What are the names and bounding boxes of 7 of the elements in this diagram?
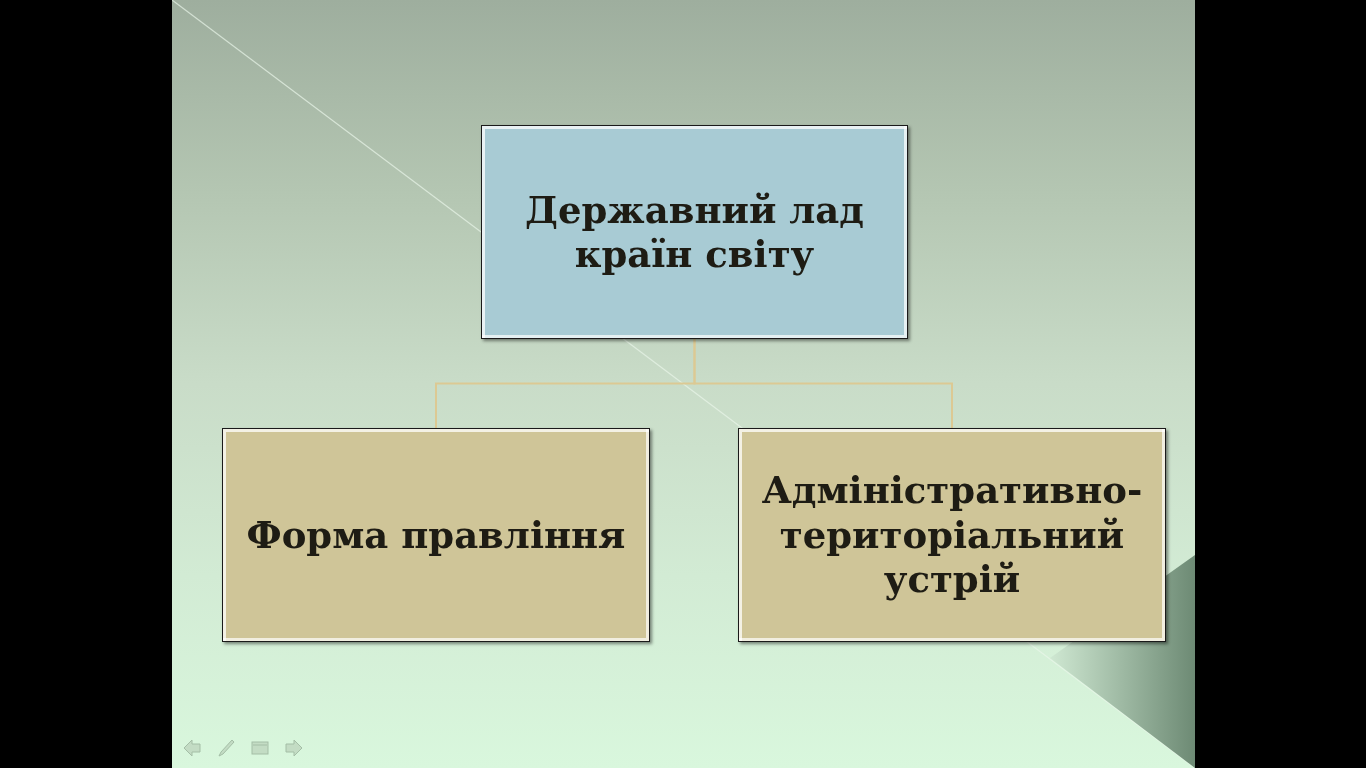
category-box: [222, 428, 650, 642]
node-label: Форма правління: [246, 512, 626, 558]
connector-line: [693, 338, 953, 429]
category-box: [738, 428, 1166, 642]
node-label: Адміністративно-територіальний устрій: [760, 468, 1144, 602]
node-label: Державний лад країн світу: [524, 187, 865, 277]
root-box: [481, 125, 908, 339]
